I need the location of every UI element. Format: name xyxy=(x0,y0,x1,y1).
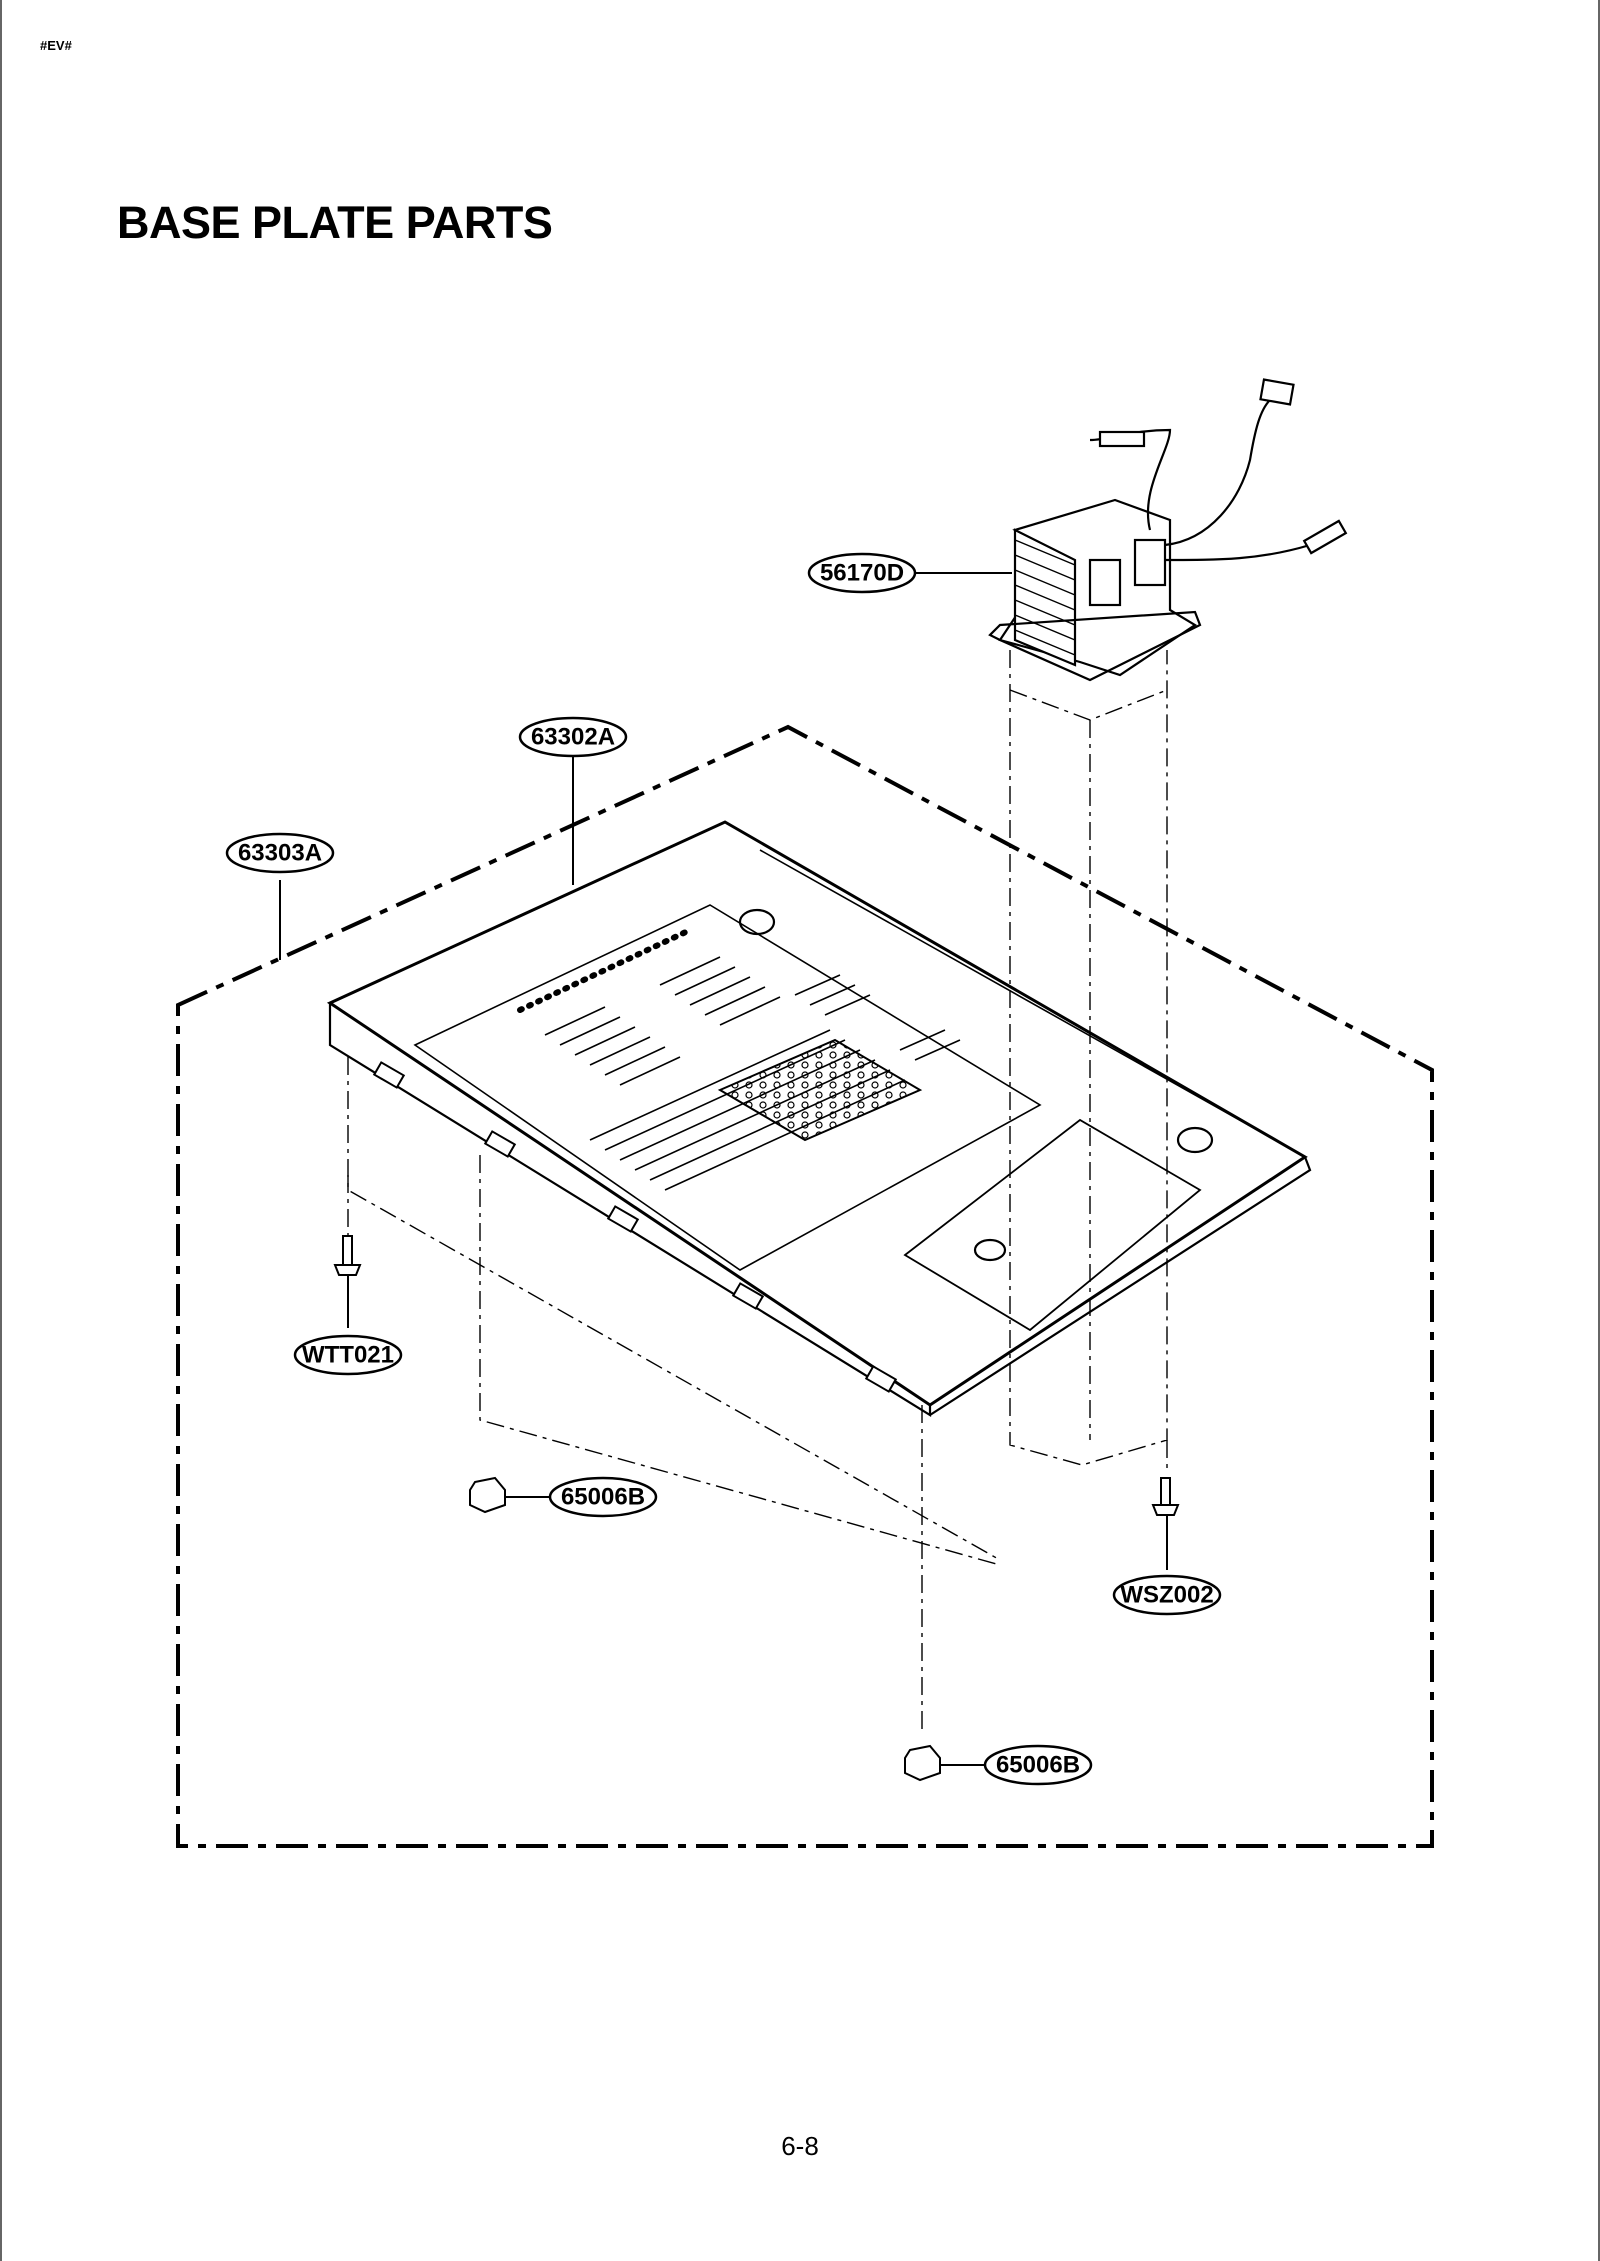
transformer-mount-area xyxy=(903,1118,1202,1332)
mount-boss-rear xyxy=(738,908,776,936)
hardware-parts xyxy=(333,1235,1180,1782)
callout-label-63302a: 63302A xyxy=(531,724,615,751)
leader-lines xyxy=(279,572,1168,1766)
base-plate-front-edge xyxy=(929,1156,1312,1416)
mount-boss-front xyxy=(1176,1126,1214,1154)
small-hole-row xyxy=(517,927,693,1013)
edge-tabs xyxy=(372,1061,898,1393)
callout-oval-65006b-lower xyxy=(983,1744,1093,1786)
callout-oval-wsz002 xyxy=(1112,1574,1222,1616)
callout-label-wtt021: WTT021 xyxy=(302,1342,394,1369)
perforated-grille xyxy=(717,1038,923,1142)
callout-oval-65006b-upper xyxy=(548,1476,658,1518)
vent-slots xyxy=(544,956,961,1191)
foot-65006b-upper xyxy=(469,1476,506,1514)
callout-label-65006b-lower: 65006B xyxy=(996,1752,1080,1779)
transformer-drawing xyxy=(988,378,1348,682)
page-number: 6-8 xyxy=(781,2131,819,2161)
callout-label-56170d: 56170D xyxy=(820,560,904,587)
base-plate-inner-panel xyxy=(413,904,1042,1271)
callout-labels: 56170D 63302A 63303A WTT021 65006B WSZ00… xyxy=(238,560,1214,1779)
page-title: BASE PLATE PARTS xyxy=(117,197,553,248)
projection-lines xyxy=(347,650,1168,1730)
mount-boss-center xyxy=(973,1238,1007,1262)
callout-oval-56170d xyxy=(807,552,917,594)
callout-oval-63303a xyxy=(225,832,335,874)
foot-65006b-lower xyxy=(904,1744,941,1782)
page-frame-right xyxy=(1598,0,1600,2261)
base-plate-side-channel xyxy=(759,849,1276,1141)
page-frame-left xyxy=(0,0,2,2261)
callout-ovals xyxy=(225,552,1222,1786)
callout-oval-63302a xyxy=(518,716,628,758)
callout-label-63303a: 63303A xyxy=(238,840,322,867)
assembly-boundary xyxy=(176,724,1434,1848)
document-code: #EV# xyxy=(40,38,72,53)
screw-wsz002 xyxy=(1151,1477,1180,1516)
callout-label-wsz002: WSZ002 xyxy=(1120,1582,1213,1609)
screw-wtt021 xyxy=(333,1235,362,1276)
callout-oval-wtt021 xyxy=(293,1334,403,1376)
callout-label-65006b-upper: 65006B xyxy=(561,1484,645,1511)
